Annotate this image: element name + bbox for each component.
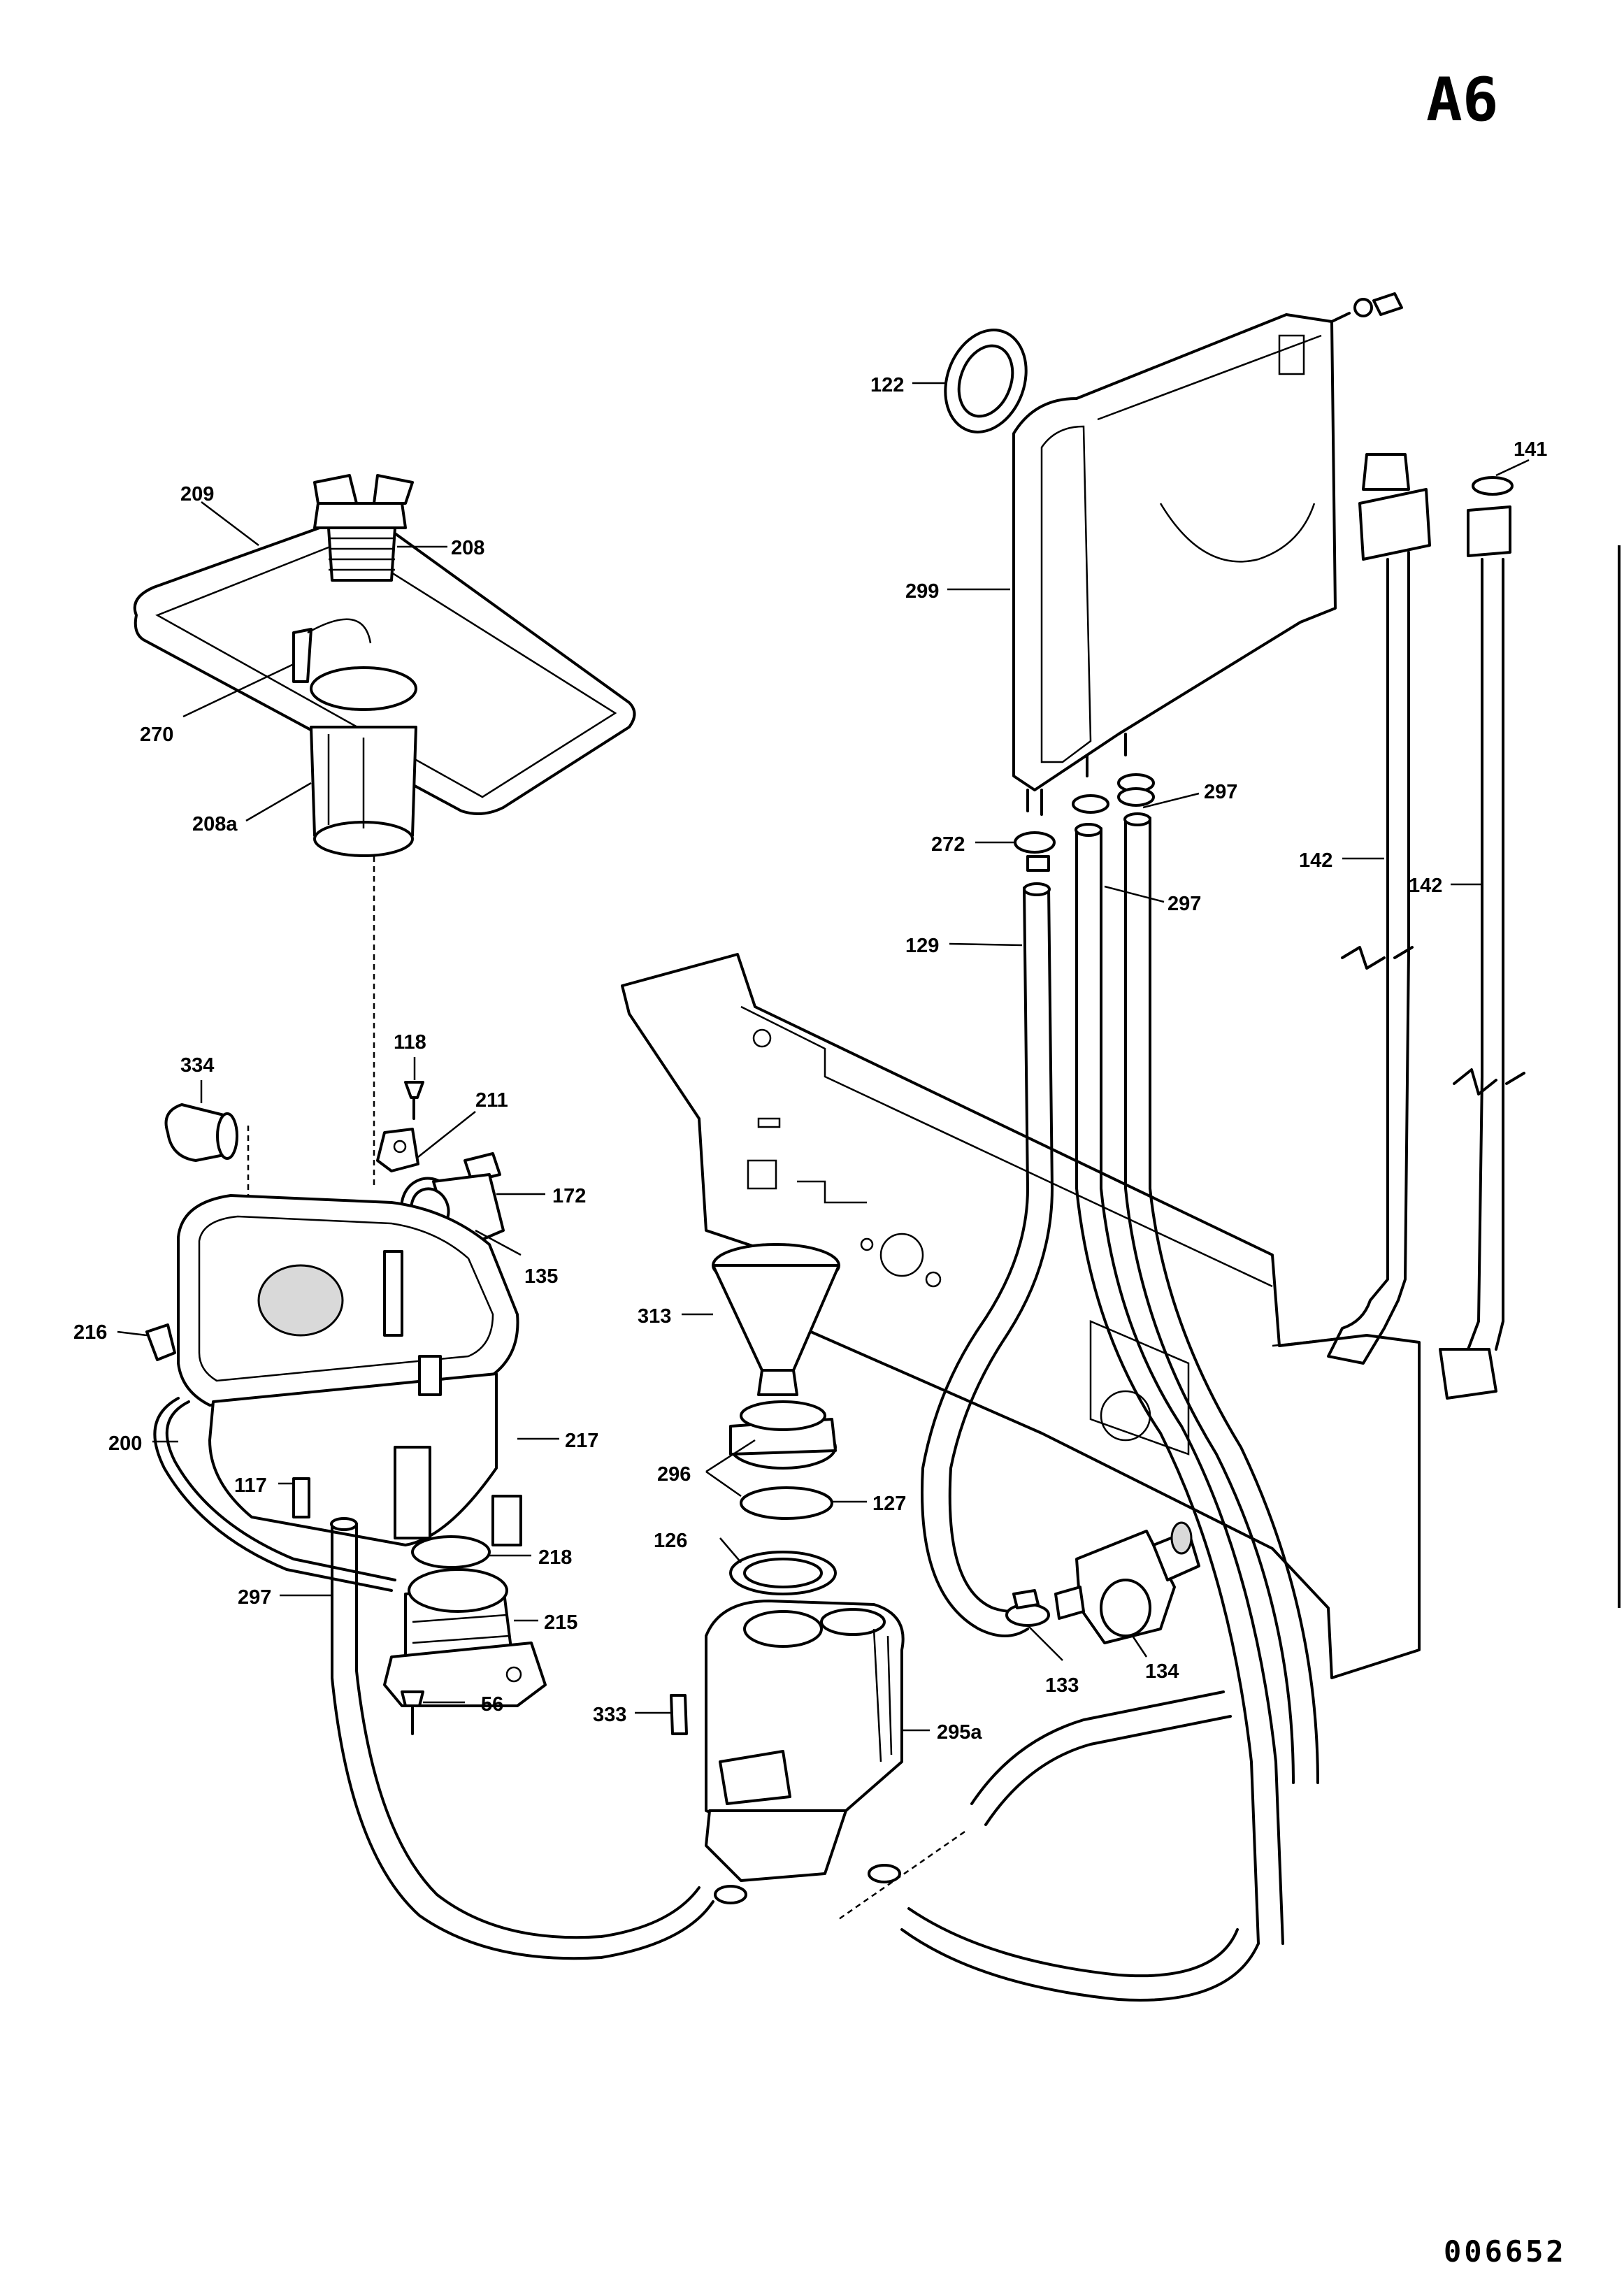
part-333-probe [670,1694,688,1735]
part-297-hose-a [1075,823,1284,1945]
callout-133: 133 [1045,1674,1079,1697]
part-129-hose [921,882,1054,1637]
callout-333: 333 [593,1704,626,1726]
part-297-clamps [1072,773,1155,814]
callout-209: 209 [180,483,214,505]
callout-126: 126 [654,1530,687,1552]
part-127-seal [740,1486,833,1520]
part-142-inlet-hose-right [1439,476,1525,1400]
document-number: 006652 [1444,2234,1567,2269]
assembly-axis-hose [838,1830,965,1920]
callout-272: 272 [931,833,965,856]
part-172-clamp [464,1152,501,1183]
callout-215: 215 [544,1611,577,1634]
callout-297-top: 297 [1204,781,1237,803]
callout-172: 172 [552,1185,586,1207]
part-218-ring [411,1535,491,1569]
callout-299: 299 [905,580,939,603]
callout-208a: 208a [192,813,238,835]
sheet-id: A6 [1426,65,1499,135]
callout-297-mid: 297 [1167,893,1201,915]
callout-127: 127 [872,1493,906,1515]
part-295a-softener [705,1600,905,1882]
callout-141: 141 [1514,438,1547,461]
part-56-screw [401,1690,424,1735]
callout-218: 218 [538,1546,572,1569]
part-211-bracket [376,1128,419,1172]
part-200-seal [153,1397,396,1592]
leader-lines [117,382,1530,1732]
callout-208: 208 [451,537,484,559]
callout-118: 118 [394,1031,426,1054]
part-216-clip [145,1323,176,1361]
callout-297-bottom: 297 [238,1586,271,1609]
part-208-fill-neck [313,474,414,582]
callout-117: 117 [234,1474,267,1497]
part-118-screw [404,1081,424,1120]
part-297-hose-b [1123,812,1319,1784]
callout-200: 200 [108,1432,142,1455]
part-122-gasket [944,329,1028,433]
callout-334: 334 [180,1054,214,1077]
part-126-ring [729,1551,837,1595]
part-lower-clamps [714,1864,901,1904]
callout-142-left: 142 [1299,849,1332,872]
part-142-inlet-hose-left [1327,453,1431,1365]
part-299-cover-plate [1012,313,1337,816]
frame-panel [621,953,1421,1679]
part-297-hose-lower [330,1517,714,1960]
part-208a-salt-basket [310,666,417,857]
callout-216: 216 [73,1321,107,1344]
callout-211: 211 [475,1089,508,1112]
callout-labels: 122 209 208 299 141 270 208a 297 272 142… [73,374,1547,1744]
callout-295a: 295a [937,1721,982,1744]
part-272-clamp [1014,831,1056,872]
callout-313: 313 [638,1305,671,1328]
callout-270: 270 [140,724,173,746]
part-270-float-valve [292,618,372,683]
callout-56: 56 [481,1693,503,1716]
part-screw-fitting [1330,292,1403,323]
part-334-plug [164,1103,238,1162]
part-134-valve [1054,1521,1200,1644]
part-296-cap [729,1400,837,1470]
callout-122: 122 [870,374,904,396]
callout-134: 134 [1145,1660,1179,1683]
callout-135: 135 [524,1265,558,1288]
part-215-valve [383,1568,547,1707]
part-hose-lower-right [900,1690,1260,2002]
part-117-pin [292,1477,310,1518]
part-133-clamp [1005,1589,1050,1627]
part-313-funnel [712,1243,840,1396]
callout-129: 129 [905,935,939,957]
callout-296: 296 [657,1463,691,1486]
callout-142-right: 142 [1409,875,1442,897]
callout-217: 217 [565,1430,598,1452]
part-217-sump-housing [177,1194,522,1546]
